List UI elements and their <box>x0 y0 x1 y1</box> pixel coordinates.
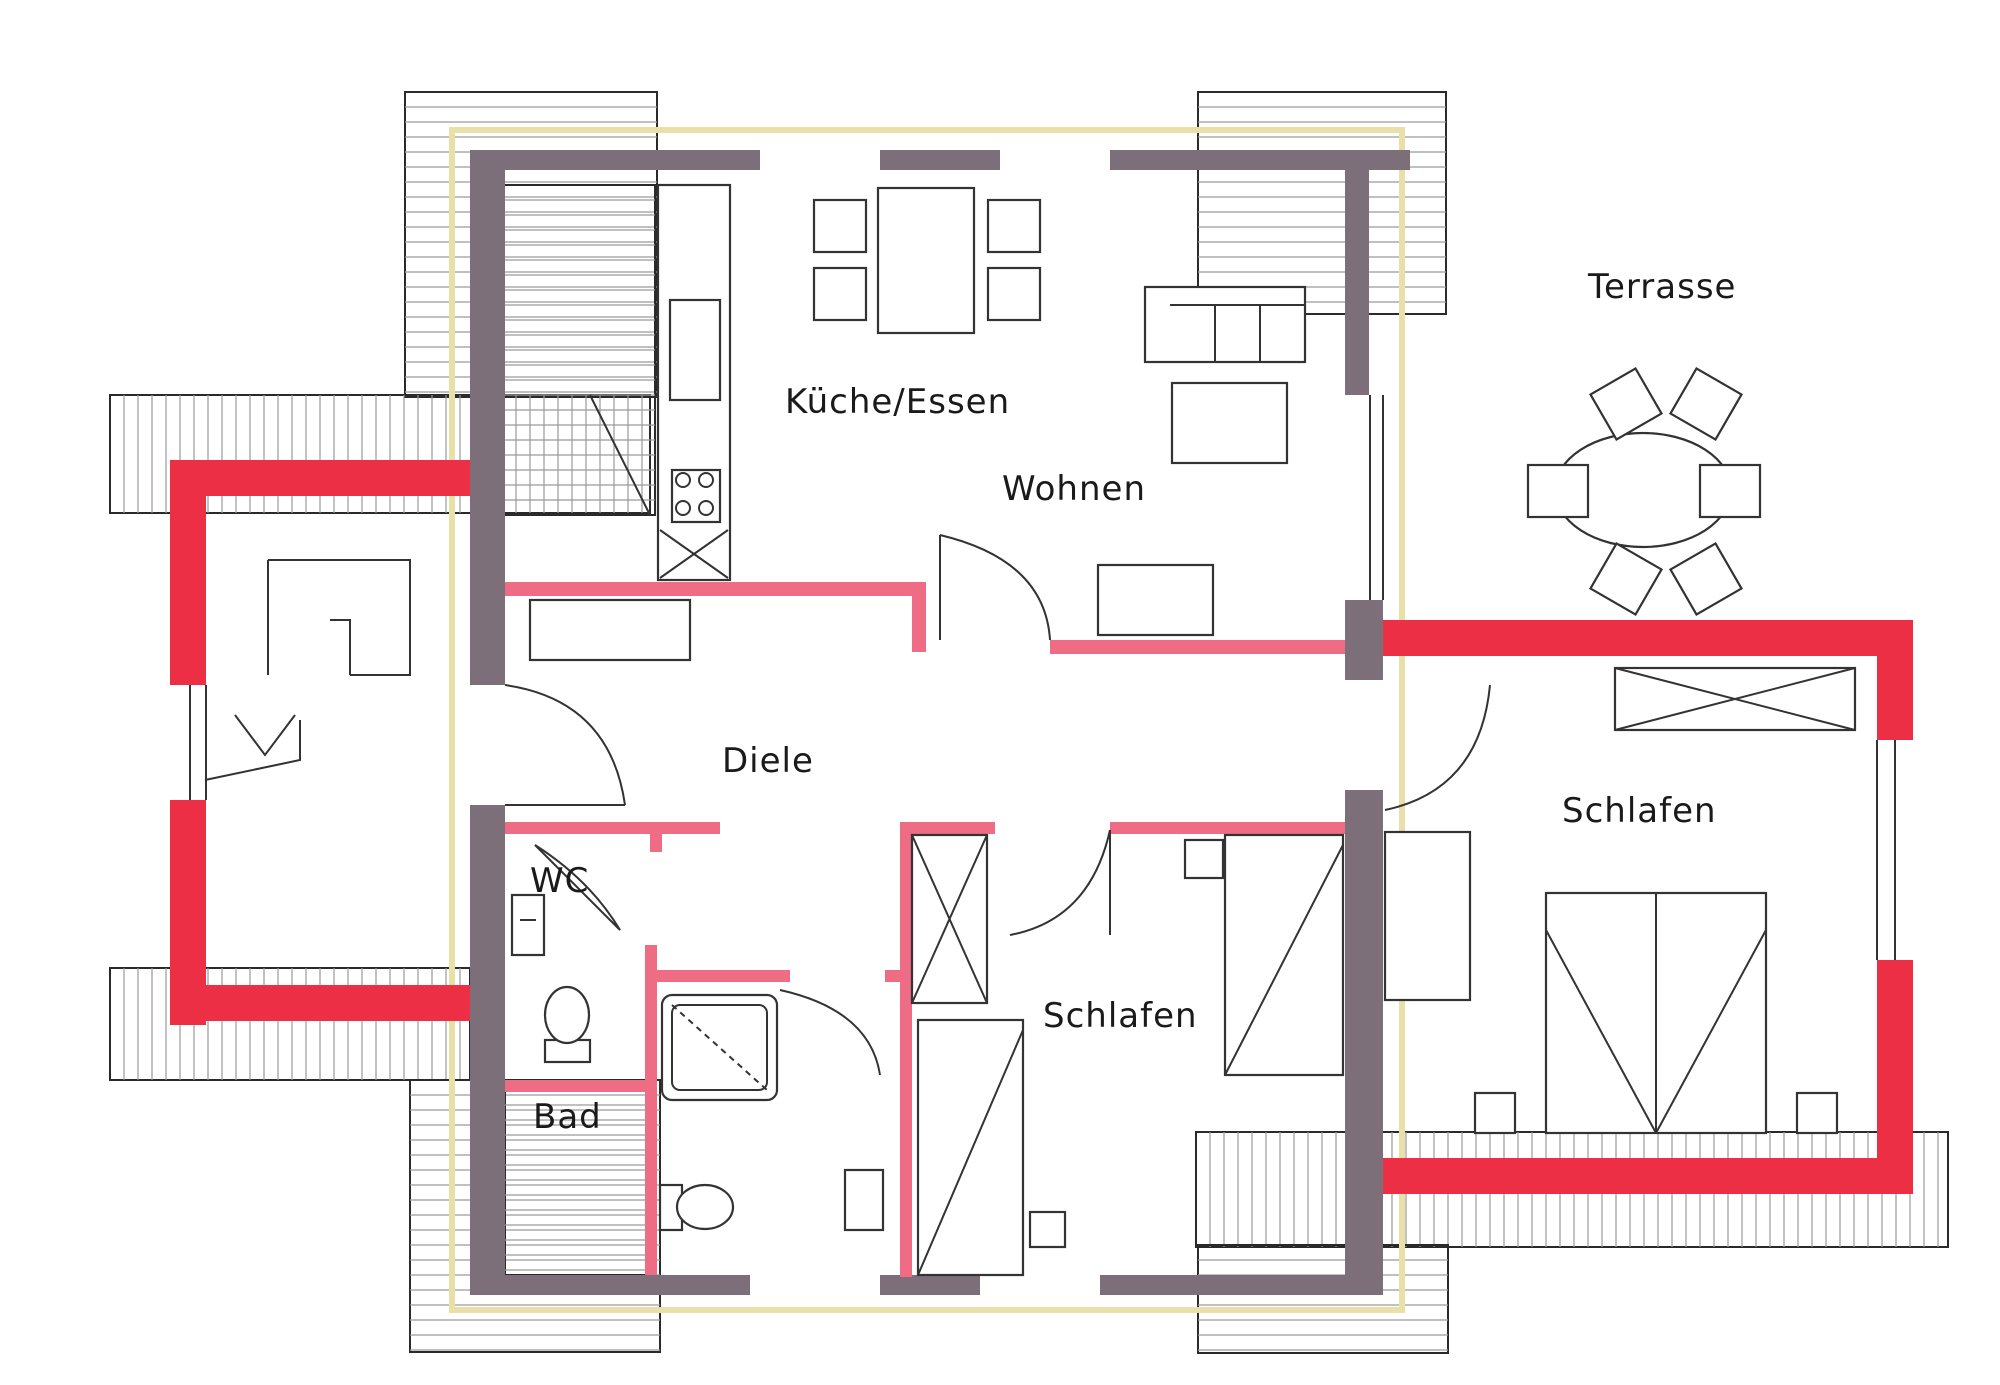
outer-walls <box>470 150 1410 1295</box>
insulated-walls <box>170 460 1913 1194</box>
label-schlafen-gross: Schlafen <box>1562 791 1717 831</box>
label-bad: Bad <box>533 1097 602 1137</box>
thin-walls <box>189 395 1896 960</box>
label-kueche-essen: Küche/Essen <box>785 382 1010 422</box>
label-terrasse: Terrasse <box>1587 267 1736 307</box>
single-bed-left <box>916 1018 1067 1277</box>
interior-walls <box>505 582 1345 1277</box>
dining-table <box>812 186 1042 335</box>
terrace-table <box>1526 366 1762 617</box>
desk-right <box>1383 830 1472 1002</box>
label-schlafen-klein: Schlafen <box>1043 996 1198 1036</box>
kitchen-counter <box>656 183 732 582</box>
label-wohnen: Wohnen <box>1002 469 1146 509</box>
double-bed <box>1473 891 1839 1135</box>
building-outline <box>449 127 1405 1313</box>
stair-left-bottom <box>109 967 471 1081</box>
balcony-top-right <box>1197 91 1447 315</box>
label-diele: Diele <box>722 741 814 781</box>
sideboard <box>528 563 1215 662</box>
stair-kitchen <box>489 184 656 516</box>
bad-fixtures <box>658 1168 885 1232</box>
label-wc: WC <box>530 861 589 901</box>
wc-fixtures <box>510 893 592 1064</box>
wardrobe-small <box>910 833 989 1005</box>
shower <box>660 993 779 1102</box>
entrance-stairs <box>204 559 411 781</box>
balcony-bottom-right-stub <box>1197 1244 1449 1354</box>
doors <box>504 534 1491 1076</box>
sofa <box>1143 285 1307 465</box>
single-bed-right <box>1183 833 1345 1077</box>
wardrobe-right <box>1613 666 1857 732</box>
